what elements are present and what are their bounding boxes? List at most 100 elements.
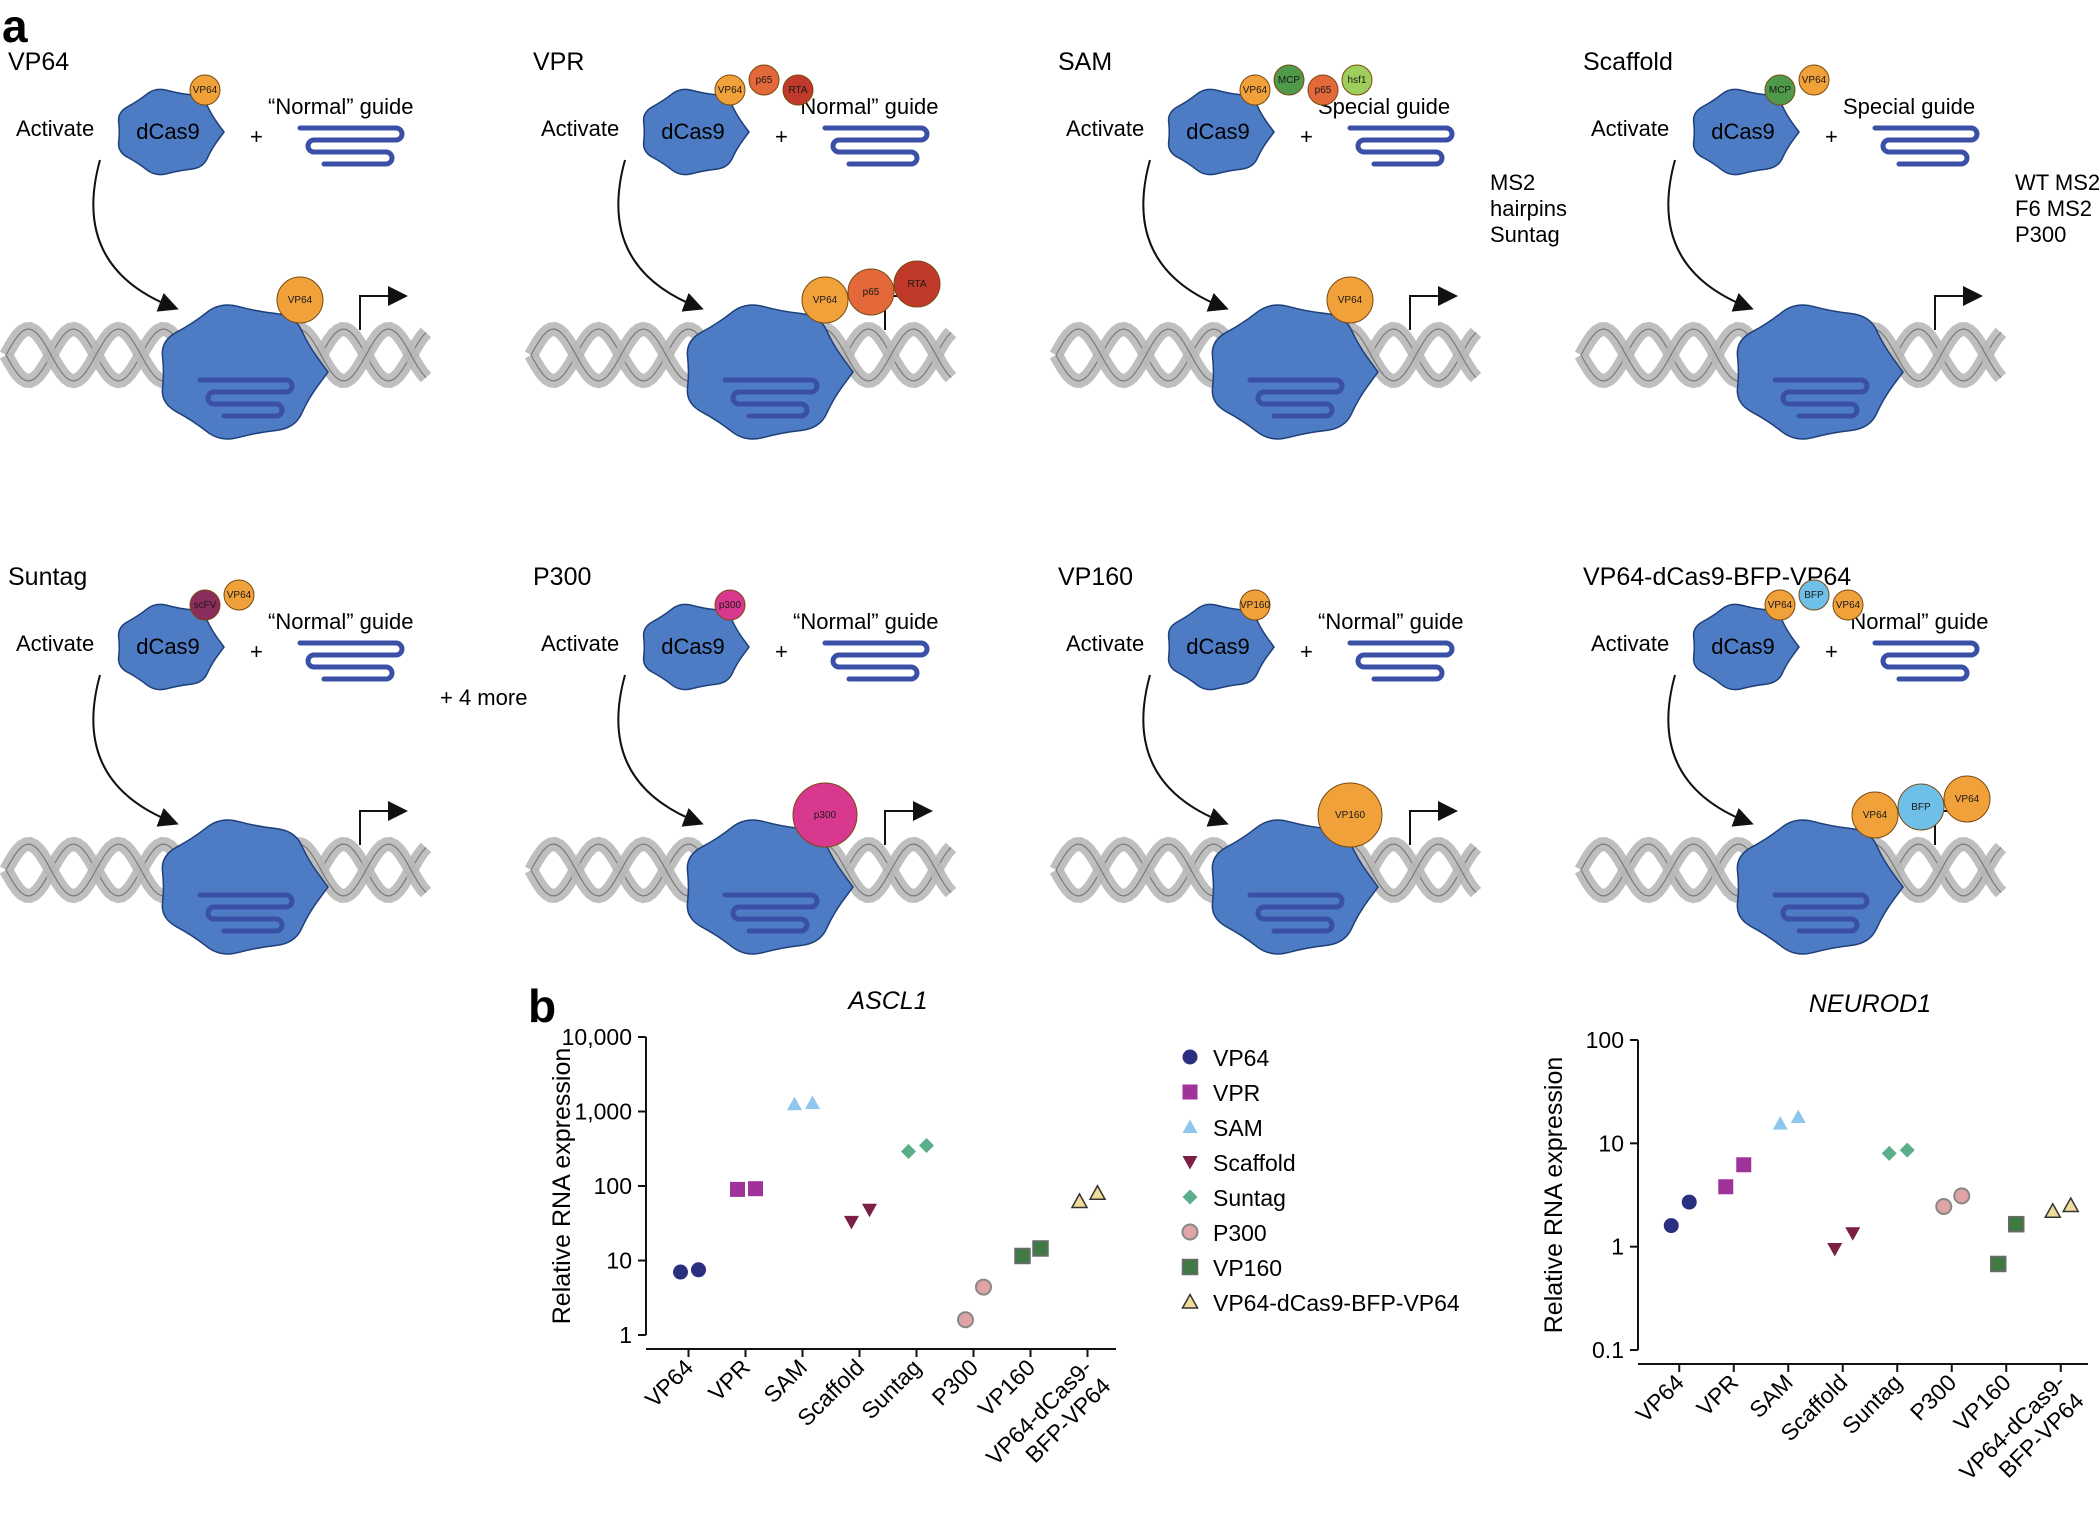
dcas9-label: dCas9 <box>1186 119 1250 144</box>
x-tick-label-group: VP64 <box>640 1354 698 1412</box>
x-tick-label-group: Suntag <box>1837 1369 1907 1439</box>
y-tick-label: 1,000 <box>574 1099 632 1125</box>
point-vp64 <box>1681 1194 1697 1210</box>
activate-arrow <box>92 674 179 827</box>
chart-legend: VP64VPRSAMScaffoldSuntagP300VP160VP64-dC… <box>1181 1045 1460 1316</box>
bound-domain-bfp-shape <box>1897 783 1945 831</box>
domain-vp64-label: VP64 <box>718 85 743 96</box>
domain-vp64-shape <box>1832 589 1864 621</box>
domain-vp64-shape <box>1764 589 1796 621</box>
tss-arrow <box>1409 286 1458 330</box>
legend-marker <box>1181 1258 1199 1276</box>
point-vp64-dcas9-bfp-vp64 <box>1088 1184 1107 1200</box>
schematic-title: VP160 <box>1058 563 1133 591</box>
point-vp160 <box>1990 1255 2007 1273</box>
legend-marker <box>1182 1189 1198 1205</box>
bound-domain-vp160-label: VP160 <box>1335 810 1365 821</box>
activate-label: Activate <box>16 631 94 656</box>
x-tick-label-group: Suntag <box>856 1354 926 1424</box>
domain-p300-label: p300 <box>719 600 742 611</box>
guide-rna <box>822 125 930 167</box>
domain-vp64-label: VP64 <box>1836 600 1861 611</box>
guide-rna <box>1347 125 1455 167</box>
extra-label-hairpins: hairpins <box>1490 196 1567 221</box>
legend-item-vp64-dcas9-bfp-vp64: VP64-dCas9-BFP-VP64 <box>1181 1290 1460 1316</box>
y-tick-label: 10,000 <box>562 1024 632 1050</box>
dcas9-free <box>117 88 225 176</box>
dcas9-label: dCas9 <box>136 634 200 659</box>
legend-item-vp64: VP64 <box>1182 1045 1269 1071</box>
legend-item-scaffold: Scaffold <box>1182 1150 1296 1176</box>
guide-rna <box>297 125 405 167</box>
y-tick-label: 100 <box>1586 1027 1624 1053</box>
dcas9-bound <box>686 304 854 440</box>
bound-guide-rna <box>722 892 820 934</box>
guide-label: “Normal” guide <box>268 94 414 119</box>
domain-vp64-label: VP64 <box>193 85 218 96</box>
domain-vp64-shape <box>223 579 255 611</box>
bound-guide-rna <box>197 377 295 419</box>
schematic-title: SAM <box>1058 48 1112 76</box>
legend-label: Scaffold <box>1213 1150 1296 1176</box>
dcas9-label: dCas9 <box>661 119 725 144</box>
point-vp64 <box>691 1262 706 1278</box>
y-tick-label: 100 <box>594 1173 632 1199</box>
domain-vp160-label: VP160 <box>1240 600 1270 611</box>
bound-domain-vp64-shape <box>1943 775 1991 823</box>
bound-guide-rna <box>722 377 820 419</box>
bound-domain-vp64-label: VP64 <box>1955 794 1980 805</box>
point-p300 <box>1935 1197 1953 1215</box>
dcas9-free <box>117 603 225 691</box>
bound-domain-p300-label: p300 <box>814 810 837 821</box>
y-tick-label: 1 <box>1611 1234 1624 1260</box>
plus-sign: + <box>1825 639 1838 664</box>
x-tick-label: VPR <box>703 1354 755 1406</box>
point-vp64 <box>673 1264 688 1280</box>
activate-label: Activate <box>541 116 619 141</box>
activate-arrow <box>617 674 704 827</box>
point-p300 <box>975 1278 992 1296</box>
guide-label: Special guide <box>1318 94 1450 119</box>
domain-rta-label: RTA <box>788 85 807 96</box>
activate-arrow <box>617 159 704 312</box>
domain-mcp-shape <box>1273 64 1305 96</box>
domain-vp64-label: VP64 <box>1802 75 1827 86</box>
legend-label: VP160 <box>1213 1255 1282 1281</box>
point-vp64-dcas9-bfp-vp64 <box>2043 1202 2062 1219</box>
schematic-title: Scaffold <box>1583 48 1673 76</box>
dcas9-bound <box>161 819 329 955</box>
chart-title: NEUROD1 <box>1809 990 1931 1018</box>
bound-domain-bfp-label: BFP <box>1911 802 1931 813</box>
point-scaffold <box>1845 1227 1861 1241</box>
bound-domain-vp64-shape <box>1851 791 1899 839</box>
point-suntag <box>901 1144 916 1160</box>
dcas9-bound <box>1736 304 1904 440</box>
domain-p65-label: p65 <box>1315 85 1332 96</box>
domain-hsf1-shape <box>1341 64 1373 96</box>
dcas9-bound <box>161 304 329 440</box>
guide-label: “Normal” guide <box>793 609 939 634</box>
point-scaffold <box>862 1203 877 1218</box>
guide-label: “Normal” guide <box>793 94 939 119</box>
activate-arrow <box>1667 159 1754 312</box>
bound-domain-p300-shape <box>792 782 858 848</box>
point-vp64 <box>1663 1218 1679 1234</box>
guide-label: Special guide <box>1843 94 1975 119</box>
domain-vp64-label: VP64 <box>1243 85 1268 96</box>
guide-rna <box>1347 640 1455 682</box>
domain-vp64-label: VP64 <box>1768 600 1793 611</box>
tss-arrow <box>1934 286 1983 330</box>
dcas9-label: dCas9 <box>136 119 200 144</box>
point-vpr <box>748 1181 763 1197</box>
activate-label: Activate <box>1591 631 1669 656</box>
y-tick-label: 10 <box>606 1248 632 1274</box>
point-scaffold <box>1827 1242 1843 1257</box>
